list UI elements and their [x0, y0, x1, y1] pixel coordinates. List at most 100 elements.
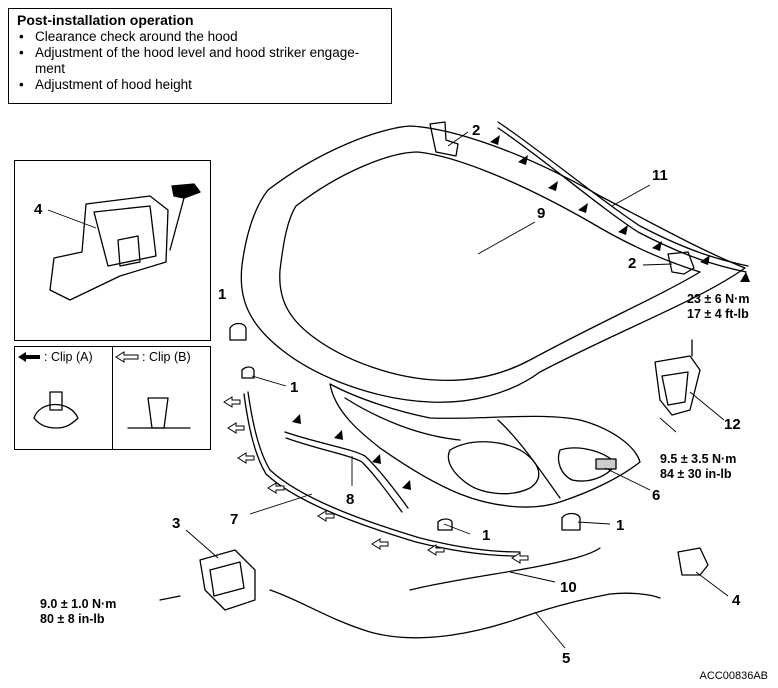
leader-2 [447, 131, 469, 147]
note-item: Clearance check around the hood [17, 29, 383, 45]
weatherstrip-side [247, 391, 521, 553]
clip-a-legend: : Clip (A) [44, 350, 93, 364]
part-label-1: 1 [482, 527, 491, 544]
leader-11 [611, 184, 651, 207]
clip-a-stem [49, 391, 63, 411]
note-item: Adjustment of the hood level and hood st… [17, 45, 383, 77]
clip-a-arrow [372, 454, 381, 464]
leader-12 [689, 391, 725, 421]
clip-b-arrow [267, 482, 285, 494]
part-label-6: 6 [652, 487, 661, 504]
hood-bumper [429, 121, 459, 157]
hood-frame-cutout [557, 447, 617, 482]
leader-7 [249, 493, 313, 515]
clip-a-arrow [618, 225, 628, 235]
leader-10 [509, 571, 556, 583]
clip-a-arrow [700, 255, 710, 265]
weatherstrip-edge [497, 127, 747, 273]
torque-lock-bolt: 9.0 ± 1.0 N·m 80 ± 8 in-lb [40, 597, 117, 626]
part-label-7: 7 [230, 511, 239, 528]
part-label-1: 1 [290, 379, 299, 396]
clip-a-arrow [740, 272, 750, 282]
striker-detail [49, 195, 169, 301]
clip-legend-divider [112, 346, 113, 450]
clip-a-drawing [33, 404, 79, 429]
leader-2b [642, 263, 673, 266]
hand-tool-handle [169, 197, 185, 251]
part-label-3: 3 [172, 515, 181, 532]
note-item: Adjustment of hood height [17, 77, 383, 93]
part-label-12: 12 [724, 416, 741, 433]
clip-b-arrows [115, 351, 529, 564]
hood-frame-rib [497, 419, 561, 499]
weatherstrip-front [284, 431, 409, 509]
hood-frame-rib [344, 397, 461, 441]
clip-b-arrow [237, 452, 255, 464]
clip-legend-arrow-a [18, 352, 40, 362]
hood-inner-edge [279, 151, 701, 382]
clip-b-arrow [427, 544, 445, 556]
hood-lock [199, 549, 256, 611]
weatherstrip-front-edge [285, 437, 403, 513]
hood-panel [240, 125, 746, 403]
torque-hinge-bolt: 23 ± 6 N·m 17 ± 4 ft-lb [687, 292, 750, 321]
hood-hinge-detail [661, 371, 689, 406]
bump-rubber [561, 512, 581, 531]
hood-lock-bolt [159, 595, 181, 601]
clip-a-arrow [652, 241, 662, 251]
leader-4a [47, 209, 97, 229]
part-label-2: 2 [628, 255, 637, 272]
part-label-5: 5 [562, 650, 571, 667]
hood-bumper [667, 251, 695, 275]
striker-detail-inset [14, 160, 211, 341]
part-label-4: 4 [34, 201, 43, 218]
weatherstrip-side-edge [243, 393, 519, 557]
hood-stay-holder [677, 547, 709, 576]
figure-code: ACC00836AB [699, 670, 769, 682]
hood-frame-cutout [447, 441, 540, 495]
leader-5 [534, 611, 566, 649]
hood-lock-detail [209, 561, 245, 597]
leader-6 [604, 467, 651, 491]
clip-b-arrow [317, 510, 335, 522]
leader-3 [185, 529, 219, 559]
clip-a-arrow [334, 430, 343, 440]
hood-release-cable [269, 589, 661, 639]
clip-b-arrow [511, 552, 529, 564]
clip-a-arrow [490, 135, 500, 145]
part-label-2: 2 [472, 122, 481, 139]
clip-legend-arrow-b [115, 351, 139, 363]
note-list: Clearance check around the hood Adjustme… [17, 29, 383, 93]
hood-hinge [654, 355, 701, 416]
clip-b-stem [147, 397, 169, 429]
note-title: Post-installation operation [17, 12, 194, 28]
clip-a-arrow [402, 480, 411, 490]
part-label-4: 4 [732, 592, 741, 609]
part-label-10: 10 [560, 579, 577, 596]
part-label-9: 9 [537, 205, 546, 222]
post-installation-note: Post-installation operation Clearance ch… [8, 8, 392, 104]
part-label-11: 11 [652, 167, 668, 184]
weatherstrip [497, 121, 749, 267]
clip-a-arrow [548, 181, 558, 191]
striker-pad [595, 458, 617, 470]
clip-a-arrow [292, 414, 301, 424]
part-label-1: 1 [616, 517, 625, 534]
leader-9 [477, 221, 536, 255]
hand-tool-icon [171, 183, 201, 199]
leader-1d [577, 521, 611, 525]
leader-1a [251, 375, 287, 387]
clip-a-arrow [518, 155, 528, 165]
striker-detail-inner [93, 205, 157, 267]
torque-hinge-nut: 9.5 ± 3.5 N·m 84 ± 30 in-lb [660, 452, 737, 481]
striker-detail-inner [117, 235, 141, 267]
hood-inner-frame [329, 383, 641, 508]
leader-1c [443, 523, 471, 535]
clip-a-arrow [578, 203, 588, 213]
clip-b-legend: : Clip (B) [142, 350, 191, 364]
hood-lock-cable [409, 547, 601, 591]
bump-rubber [437, 518, 453, 531]
part-label-8: 8 [346, 491, 355, 508]
clip-b-arrow [371, 538, 389, 550]
